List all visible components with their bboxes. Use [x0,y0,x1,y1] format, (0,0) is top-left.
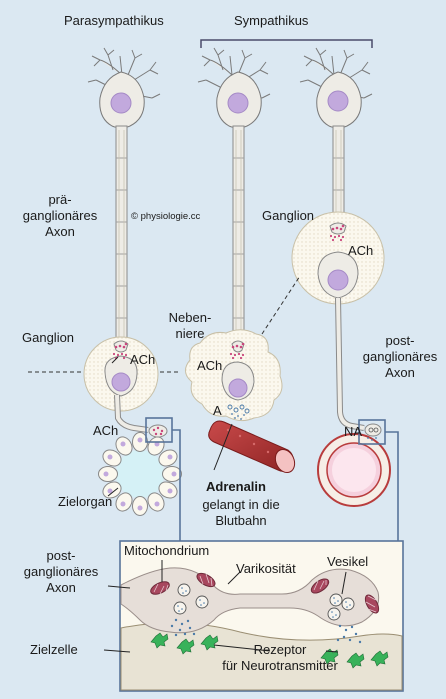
blood-vessel [208,420,296,474]
varikositaet-pointer [227,571,241,585]
heading-parasympathikus: Parasympathikus [64,13,164,28]
sympathikus-bracket [200,39,373,48]
neuron-cell-body-right [299,47,373,129]
label-blutbahn-line1: gelangt in die [202,497,280,512]
varicosity-right [364,423,382,441]
vesikel-pointer [341,571,347,595]
ganglion-right [291,211,385,305]
neurotransmitter-receptors [150,632,389,669]
label-praeganglionaer-line3: Axon [45,224,75,239]
label-praeganglionaer: prä- ganglionäres Axon [20,192,100,240]
neuron-cell-body-left [87,47,161,129]
mitochondria [150,572,380,614]
zoom-connector-right [385,431,399,541]
adrenalin-pointer [213,423,233,471]
neuron-cell-body-middle [197,47,271,129]
label-postganglionaer-right: post- ganglionäres Axon [360,333,440,381]
vesicles [173,583,355,621]
label-ach-left-ganglion: ACh [130,352,156,367]
label-nebenniere: Neben- niere [160,310,220,342]
label-vesikel: Vesikel [327,554,369,569]
dashed-connector [261,275,301,335]
label-mitochondrium: Mitochondrium [124,543,210,558]
watermark: © physiologie.cc [131,211,201,222]
label-praeganglionaer-line1: prä- [48,192,72,207]
axon-middle-preganglionic [232,125,245,345]
label-postganglionaer-detail-line1: post- [46,548,76,563]
label-na: NA [344,424,363,439]
heading-sympathikus: Sympathikus [234,13,309,28]
label-rezeptor-line1: Rezeptor [253,642,307,657]
label-postganglionaer-right-line1: post- [385,333,415,348]
label-blutbahn: gelangt in die Blutbahn [186,497,296,529]
label-zielorgan: Zielorgan [58,494,113,509]
label-postganglionaer-right-line3: Axon [385,365,415,380]
label-ach-left-target: ACh [93,423,119,438]
label-blutbahn-line2: Blutbahn [215,513,267,528]
ganglion-left [83,336,159,412]
label-ach-middle: ACh [197,358,223,373]
label-adrenalin: Adrenalin [206,479,266,494]
label-postganglionaer-right-line2: ganglionäres [362,349,438,364]
ach-left-pointer [111,356,119,364]
label-postganglionaer-detail-line3: Axon [46,580,76,595]
axon-right-preganglionic [332,125,345,227]
varicosity-left [148,424,168,438]
label-nebenniere-line2: niere [175,326,205,341]
detail-box [119,540,404,692]
label-varikositaet: Varikosität [236,561,296,576]
postganglionaer-pointer [107,585,131,589]
zielzelle-pointer [103,649,131,653]
label-ganglion-left: Ganglion [22,330,75,345]
label-postganglionaer-detail: post- ganglionäres Axon [18,548,104,596]
label-zielzelle: Zielzelle [30,642,78,657]
label-nebenniere-line1: Neben- [168,310,212,325]
vessel-cross-section [317,433,391,507]
rezeptor-pointer [213,644,339,653]
axon-left-preganglionic [115,125,128,345]
label-rezeptor-line2: für Neurotransmitter [222,658,338,673]
zoom-connector-left [172,429,181,541]
label-praeganglionaer-line2: ganglionäres [22,208,98,223]
label-postganglionaer-detail-line2: ganglionäres [23,564,99,579]
label-a: A [213,403,222,418]
zielorgan-pointer [107,487,119,497]
label-ach-right-ganglion: ACh [348,243,374,258]
adrenal-gland [185,329,283,422]
label-rezeptor: Rezeptor für Neurotransmitter [200,642,360,674]
target-organ-gland [98,432,182,516]
label-ganglion-right: Ganglion [262,208,315,223]
released-neurotransmitter [170,618,362,644]
